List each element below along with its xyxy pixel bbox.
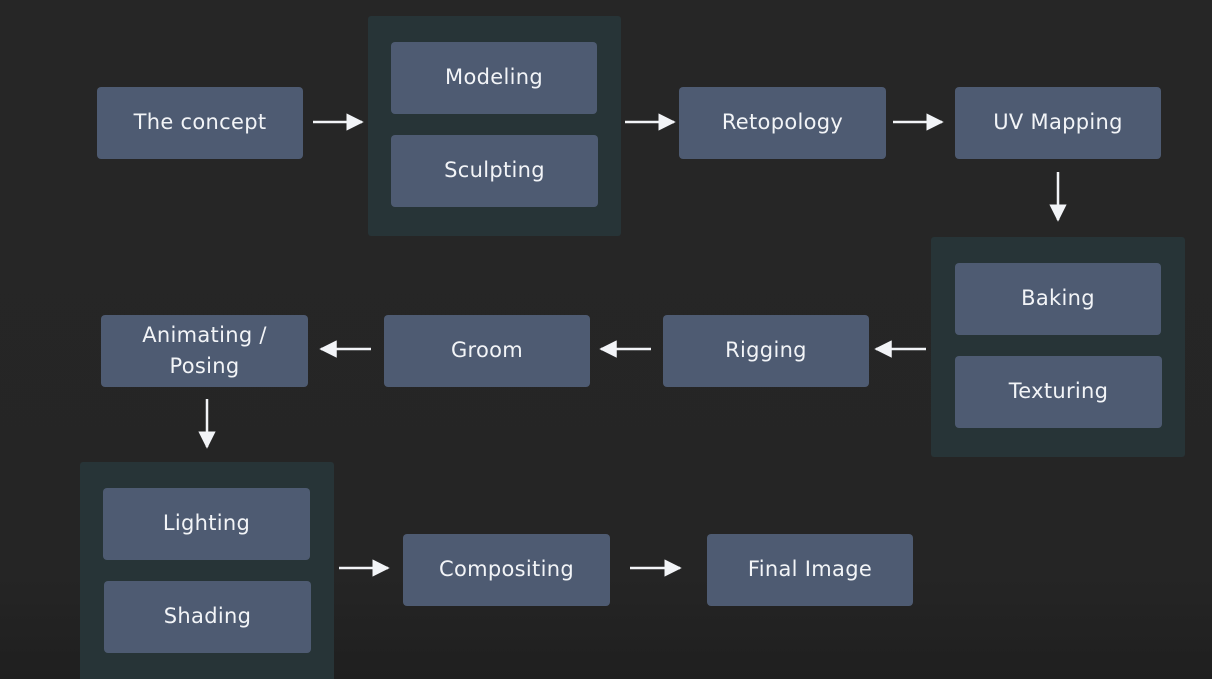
node-final-image-label: Final Image (747, 557, 873, 582)
node-compositing-label: Compositing (439, 557, 574, 582)
node-shading-label: Shading (163, 604, 252, 629)
node-baking: Baking (955, 263, 1161, 335)
node-lighting-label: Lighting (162, 511, 251, 536)
node-final-image: Final Image (707, 534, 913, 606)
node-baking-label: Baking (1021, 286, 1095, 311)
node-texturing: Texturing (955, 356, 1162, 428)
node-rigging-label: Rigging (725, 338, 807, 363)
node-lighting: Lighting (103, 488, 310, 560)
node-the-concept-label: The concept (133, 110, 267, 135)
node-sculpting: Sculpting (391, 135, 598, 207)
node-uv-mapping: UV Mapping (955, 87, 1161, 159)
node-uv-mapping-label: UV Mapping (993, 110, 1123, 135)
node-retopology: Retopology (679, 87, 886, 159)
node-groom: Groom (384, 315, 590, 387)
node-shading: Shading (104, 581, 311, 653)
node-modeling-label: Modeling (445, 65, 543, 90)
node-compositing: Compositing (403, 534, 610, 606)
node-animating-posing-label: Animating / Posing (142, 322, 267, 379)
node-animating-posing: Animating / Posing (101, 315, 308, 387)
node-modeling: Modeling (391, 42, 597, 114)
node-sculpting-label: Sculpting (444, 158, 545, 183)
node-groom-label: Groom (450, 338, 524, 363)
node-retopology-label: Retopology (721, 110, 844, 135)
node-rigging: Rigging (663, 315, 869, 387)
node-the-concept: The concept (97, 87, 303, 159)
node-texturing-label: Texturing (1008, 379, 1109, 404)
